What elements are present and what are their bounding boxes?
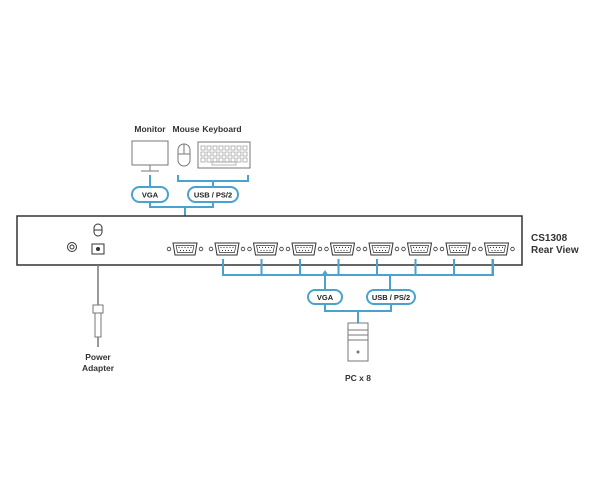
pc-bus-drops	[222, 259, 494, 275]
console-usb-label: USB / PS/2	[194, 191, 232, 200]
pc-vga-port-icon	[478, 242, 515, 256]
mouse-label: Mouse	[173, 124, 200, 134]
console-vga-label: VGA	[142, 191, 159, 200]
pc-joint-cable	[324, 304, 392, 312]
pc-vga-port-icon	[362, 242, 400, 256]
keyboard-icon	[197, 141, 251, 169]
keyboard-label: Keyboard	[202, 124, 241, 134]
pc-usb-tag: USB / PS/2	[366, 289, 416, 305]
pc-tower-icon	[347, 322, 369, 362]
pc-vga-port-icon	[324, 242, 361, 256]
console-vga-tag: VGA	[131, 186, 169, 203]
pc-vga-port-icon	[439, 242, 477, 256]
console-vga-port-icon	[166, 242, 204, 256]
mouse-icon	[177, 143, 191, 167]
power-jack-icon	[91, 223, 105, 255]
monitor-label: Monitor	[134, 124, 166, 134]
model-label: CS1308	[531, 233, 568, 244]
power-label-line1: Power	[85, 352, 111, 362]
pc-count-label: PC x 8	[345, 373, 371, 383]
pc-vga-port-icon	[285, 242, 323, 256]
ground-screw-icon	[67, 242, 77, 252]
pc-vga-tag: VGA	[307, 289, 343, 305]
pc-vga-port-icon	[208, 242, 246, 256]
vga-port-row	[166, 242, 515, 256]
power-adapter-icon	[92, 265, 104, 347]
kvm-rear-panel	[16, 215, 523, 266]
bus-arrow-icon	[321, 270, 329, 276]
pc-vga-port-icon	[401, 242, 438, 256]
pc-vga-port-icon	[247, 242, 284, 256]
pc-vga-label: VGA	[317, 293, 334, 302]
view-label: Rear View	[531, 245, 579, 256]
console-usb-tag: USB / PS/2	[187, 186, 239, 203]
power-label-line2: Adapter	[82, 363, 115, 373]
console-usb-cable	[177, 175, 249, 182]
monitor-icon	[131, 140, 169, 172]
pc-usb-label: USB / PS/2	[372, 293, 410, 302]
console-joint-cable	[149, 202, 214, 208]
